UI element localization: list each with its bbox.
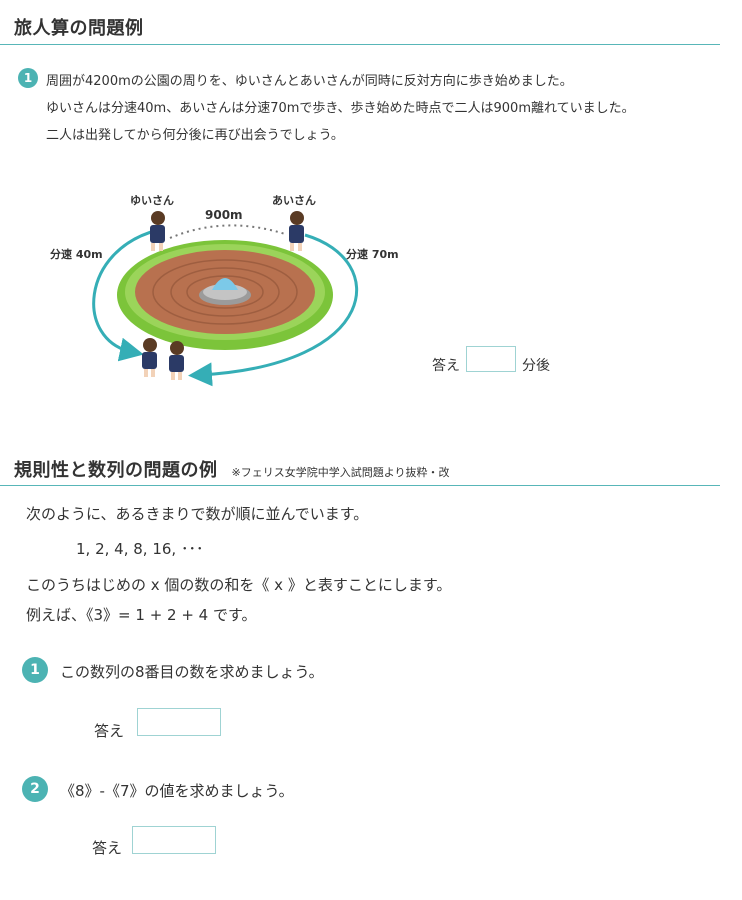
question-text: 《8》-《7》の値を求めましょう。 [60, 782, 294, 800]
source-note: ※フェリス女学院中学入試問題より抜粋・改 [231, 466, 450, 479]
answer-label: 答え [432, 358, 460, 374]
answer-label: 答え [94, 722, 125, 740]
left-path-arrow [92, 228, 159, 362]
sequence-values: 1, 2, 4, 8, 16, ･･･ [76, 540, 204, 558]
question-number-badge: 1 [22, 657, 48, 683]
name-left-label: ゆいさん [130, 194, 174, 207]
right-path-arrow [188, 233, 359, 387]
answer-input-q1[interactable] [137, 708, 221, 736]
section1-title: 旅人算の問題例 [14, 18, 144, 39]
answer-unit: 分後 [522, 358, 550, 374]
section2-title-text: 規則性と数列の問題の例 [14, 460, 218, 481]
section1-divider [0, 44, 720, 45]
answer-input-section1[interactable] [466, 346, 516, 372]
distance-label: 900m [205, 208, 243, 222]
sequence-intro: 次のように、あるきまりで数が順に並んでいます。 [26, 505, 369, 523]
ai-figure [289, 211, 304, 251]
section2-title: 規則性と数列の問題の例 ※フェリス女学院中学入試問題より抜粋・改 [14, 456, 450, 482]
two-girls-meeting-figure [142, 338, 184, 380]
distance-line [169, 224, 286, 239]
question-number-badge: 2 [22, 776, 48, 802]
problem-line: 二人は出発してから何分後に再び出会うでしょう。 [46, 128, 344, 143]
example-text: 例えば、《3》= 1 + 2 + 4 です。 [26, 606, 257, 624]
definition-text: このうちはじめの x 個の数の和を《 x 》と表すことにします。 [26, 576, 452, 594]
section1-problem-text: 周囲が4200mの公園の周りを、ゆいさんとあいさんが同時に反対方向に歩き始めまし… [46, 68, 635, 149]
name-right-label: あいさん [272, 194, 316, 207]
speed-right-label: 分速 70m [346, 247, 399, 261]
answer-input-q2[interactable] [132, 826, 216, 854]
question-text: この数列の8番目の数を求めましょう。 [60, 663, 324, 681]
park-illustration: ゆいさん あいさん 900m 分速 40m 分速 70m [50, 194, 399, 387]
section2-divider [0, 485, 720, 486]
speed-left-label: 分速 40m [50, 247, 103, 261]
problem-line: 周囲が4200mの公園の周りを、ゆいさんとあいさんが同時に反対方向に歩き始めまし… [46, 74, 573, 89]
question-number-badge: 1 [18, 68, 38, 88]
problem-line: ゆいさんは分速40m、あいさんは分速70mで歩き、歩き始めた時点で二人は900m… [46, 101, 635, 116]
answer-label: 答え [92, 839, 123, 857]
yui-figure [150, 211, 165, 251]
fountain-water [212, 278, 238, 290]
